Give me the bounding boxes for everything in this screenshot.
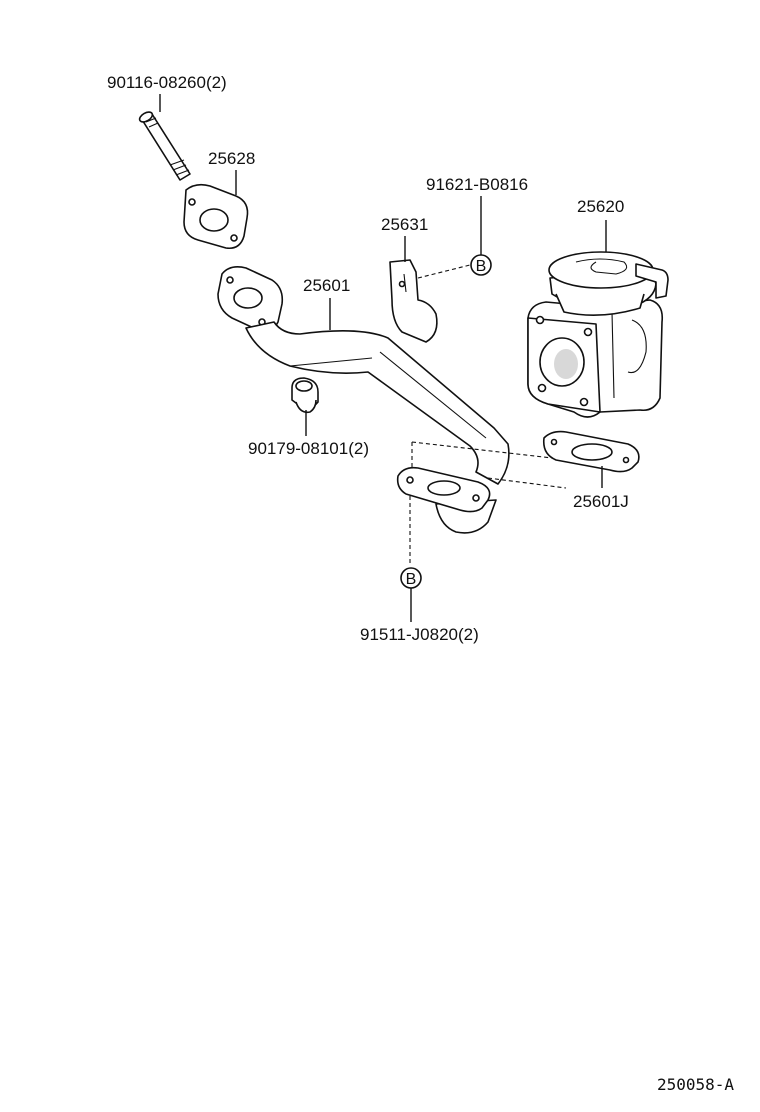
- callout-b-letter-upper: B: [476, 258, 487, 275]
- egr-pipe-drawing: [217, 266, 510, 534]
- egr-valve-drawing: [527, 251, 669, 418]
- label-clamp: 25631: [381, 215, 428, 234]
- label-valve-gasket: 25601J: [573, 492, 629, 511]
- label-egr-valve: 25620: [577, 197, 624, 216]
- alignment-dash-upper: [411, 441, 553, 470]
- plug-drawing: [291, 377, 319, 414]
- top-gasket-drawing: [183, 183, 249, 250]
- label-plug: 90179-08101(2): [248, 439, 369, 458]
- clamp-drawing: [389, 259, 438, 343]
- stud-bolt-drawing: [138, 111, 191, 181]
- label-top-gasket: 25628: [208, 149, 255, 168]
- label-egr-pipe: 25601: [303, 276, 350, 295]
- callout-b-letter-lower: B: [406, 571, 417, 588]
- drawing-code: 250058-A: [657, 1075, 734, 1094]
- label-flange-bolt: 91511-J0820(2): [360, 625, 479, 644]
- alignment-dash-lower: [487, 477, 567, 489]
- valve-gasket-drawing: [542, 430, 640, 473]
- label-clamp-bolt: 91621-B0816: [426, 175, 528, 194]
- label-stud-bolt: 90116-08260(2): [107, 73, 227, 92]
- clamp-bolt-dash: [417, 264, 471, 279]
